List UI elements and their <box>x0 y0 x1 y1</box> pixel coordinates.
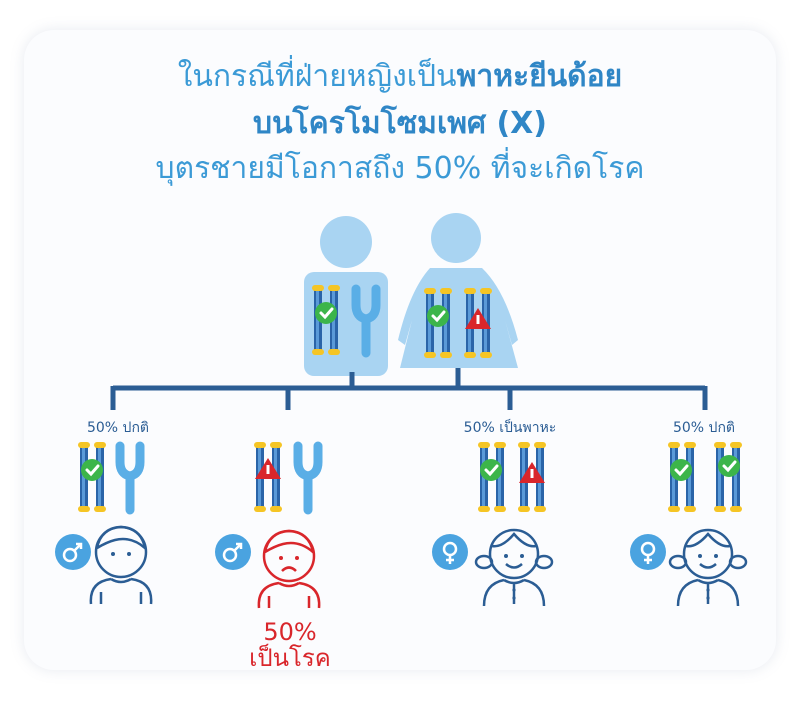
girl-icon <box>668 528 748 608</box>
child-daughter-normal: 50% ปกติ <box>628 420 748 608</box>
affected-percent: 50% <box>263 618 316 646</box>
boy-icon <box>89 525 153 606</box>
mother-figure <box>398 213 518 368</box>
child-label: 50% ปกติ <box>87 420 149 436</box>
child-son-affected: 50% เป็นโรค <box>213 442 331 672</box>
female-icon <box>628 532 668 572</box>
title-line-3: บุตรชายมีโอกาสถึง 50% ที่จะเกิดโรค <box>156 147 645 187</box>
title-line-2: บนโครโมโซมเพศ (X) <box>253 104 547 141</box>
child-daughter-carrier: 50% เป็นพาหะ <box>430 418 557 608</box>
child-label: 50% ปกติ <box>673 420 735 436</box>
male-icon <box>53 532 93 572</box>
inheritance-tree <box>110 368 708 410</box>
child-son-normal: 50% ปกติ <box>53 420 153 606</box>
female-icon <box>430 532 470 572</box>
child-label: 50% เป็นพาหะ <box>464 418 557 436</box>
sad-boy-icon <box>257 529 321 609</box>
father-figure <box>304 216 388 376</box>
male-icon <box>213 532 253 572</box>
girl-icon <box>474 528 554 608</box>
title-line-1: ในกรณีที่ฝ่ายหญิงเป็นพาหะยีนด้อย <box>178 55 623 94</box>
affected-label: เป็นโรค <box>249 643 331 672</box>
